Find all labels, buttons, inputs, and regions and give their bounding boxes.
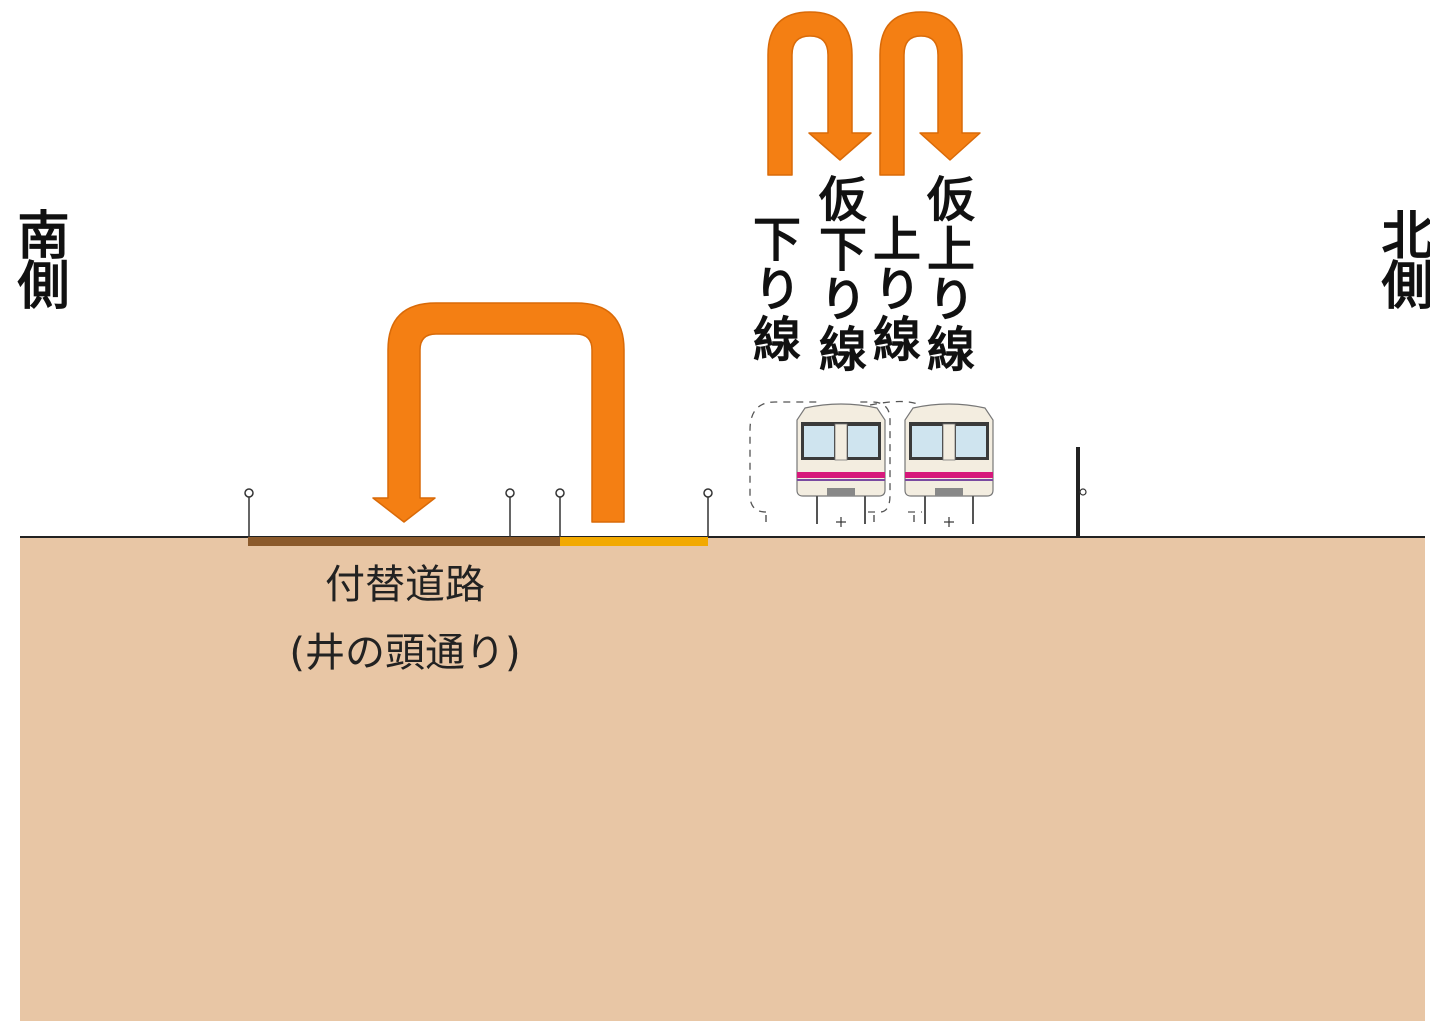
train-front-icon [904,403,994,527]
old-up-train-outline [860,401,891,513]
track-label-up: 上り線 [864,214,920,364]
new-road-surface [560,537,708,546]
road-pole-4 [703,488,713,537]
down-line-shift-arrow [767,11,872,176]
ground [20,537,1425,1021]
road-label-subtitle: (井の頭通り) [289,630,521,676]
north-side-label: 北側 [1372,208,1430,308]
road-pole-3 [555,488,565,537]
up-line-shift-arrow [879,11,981,176]
track-label-down: 下り線 [744,214,800,364]
road-label-title: 付替道路 [325,562,485,608]
old-down-train-outline [749,401,820,513]
utility-pole-icon [1076,447,1087,537]
road-pole-1 [244,488,254,537]
track-label-temp-down: 仮下り線 [810,174,866,374]
existing-road-surface [248,537,560,546]
south-side-label: 南側 [8,208,68,308]
old-up-train-outline-2 [869,400,922,513]
train-front-icon [796,403,886,527]
road-relocation-arrow [372,302,625,523]
road-pole-2 [505,488,515,537]
track-label-temp-up: 仮上り線 [918,174,974,374]
